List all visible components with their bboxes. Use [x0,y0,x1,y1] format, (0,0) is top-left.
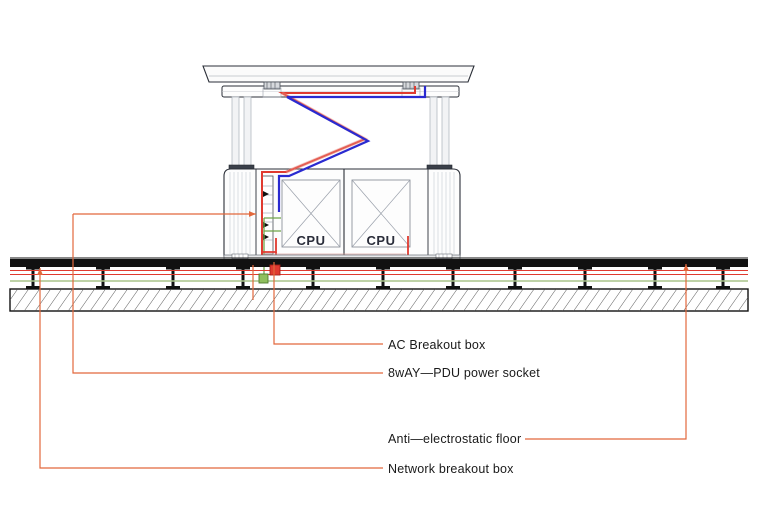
leader-pdu-power-socket [72,211,383,374]
cpu-cabinet-right-label: CPU [367,233,396,248]
leader-anti-electrostatic-floor [525,264,689,440]
ceiling-slab [202,65,475,83]
raised-floor-slab [10,257,748,267]
callout-label-anti-electrostatic-floor: Anti—electrostatic floor [388,432,522,446]
network-breakout-box-marker [258,273,269,284]
ac-breakout-box-marker [269,264,281,276]
cpu-cabinet-left: CPU [281,179,341,248]
rack-support-posts [228,96,453,172]
rack-enclosure [223,168,461,257]
leader-ac-breakout-box [273,262,383,345]
underfloor-power-runs [10,269,748,276]
overhead-cable-tray [221,81,460,98]
callout-label-network-breakout-box: Network breakout box [388,462,514,476]
callout-label-ac-breakout-box: AC Breakout box [388,338,486,352]
cpu-cabinet-left-label: CPU [297,233,326,248]
pdu-socket-arrow-1 [263,191,269,197]
leader-network-breakout-box [37,268,383,469]
floor-pedestals [26,267,730,289]
concrete-structural-slab [9,288,749,312]
callout-label-pdu-power-socket: 8wAY—PDU power socket [388,366,540,380]
data-cable-blue [277,86,427,212]
cpu-cabinet-right: CPU [351,179,411,248]
